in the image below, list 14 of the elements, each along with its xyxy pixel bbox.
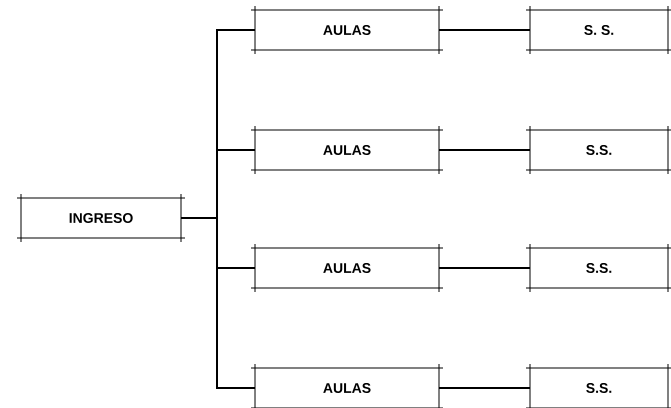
connector-line: [439, 387, 530, 389]
process-box: AULAS: [250, 6, 444, 54]
connector-line: [439, 267, 530, 269]
connector-line: [439, 29, 530, 31]
process-box: S. S.: [526, 6, 671, 54]
connector-line: [439, 149, 530, 151]
process-box: AULAS: [250, 244, 444, 292]
process-box: INGRESO: [16, 194, 186, 242]
process-box: S.S.: [526, 244, 671, 292]
process-box: S.S.: [526, 364, 671, 408]
process-box: S.S.: [526, 126, 671, 174]
process-box: AULAS: [250, 126, 444, 174]
connector-line: [181, 217, 255, 389]
process-box: AULAS: [250, 364, 444, 408]
